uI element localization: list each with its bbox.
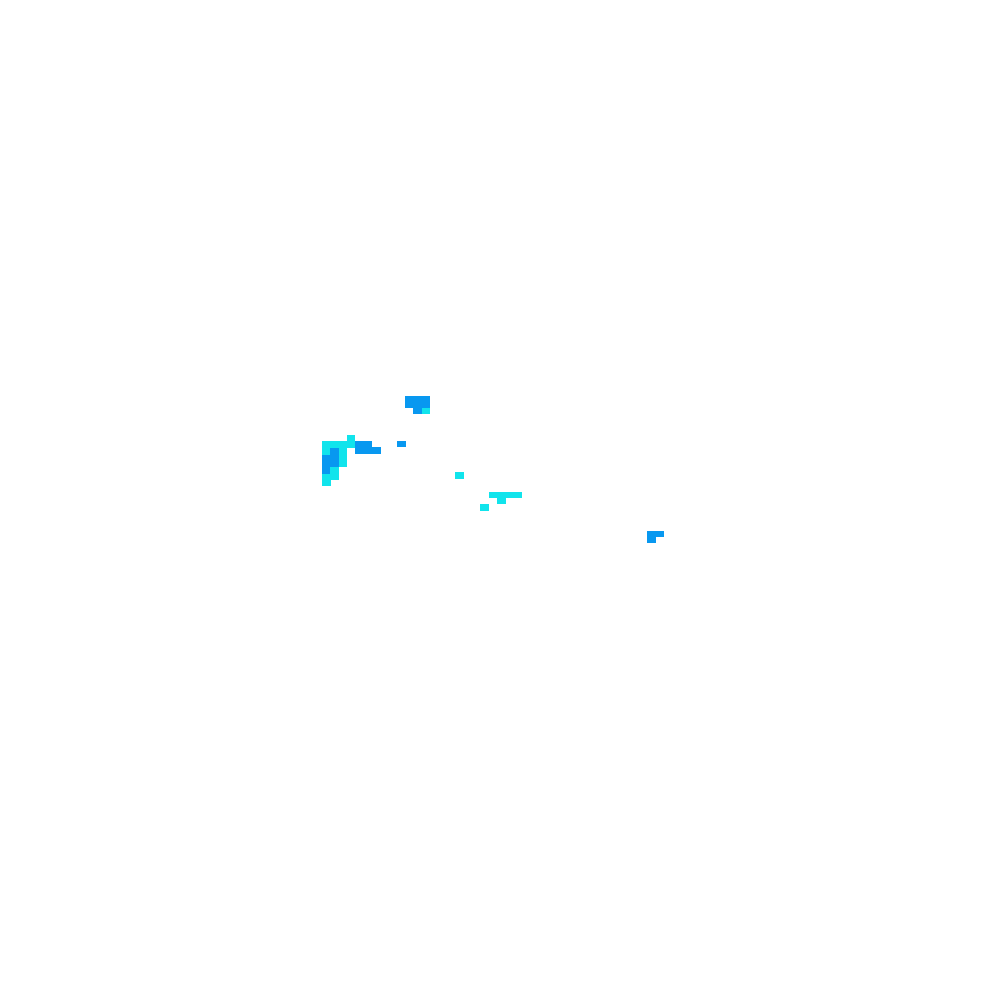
blue-pixel-block <box>355 447 381 454</box>
cluster-left <box>322 435 406 486</box>
cluster-right <box>647 531 664 543</box>
cyan-pixel-block <box>330 467 339 474</box>
blue-pixel-block <box>647 531 664 537</box>
cyan-pixel-block <box>497 498 506 504</box>
cyan-pixel-block <box>422 408 430 414</box>
cyan-pixel-block <box>322 448 330 455</box>
blue-pixel-block <box>330 448 339 455</box>
blue-pixel-block <box>413 408 422 414</box>
cyan-pixel-block <box>480 504 489 511</box>
cyan-pixel-block <box>339 448 347 467</box>
cyan-pixel-block <box>347 435 355 441</box>
cyan-pixel-block <box>322 474 339 480</box>
blue-pixel-block <box>355 441 372 447</box>
cyan-pixel-block <box>455 472 464 479</box>
cluster-center <box>455 472 522 511</box>
cyan-pixel-block <box>322 480 331 486</box>
cyan-pixel-block <box>322 441 355 448</box>
cyan-pixel-block <box>489 492 522 498</box>
blue-pixel-block <box>405 396 430 408</box>
blue-pixel-block <box>397 441 406 447</box>
blue-pixel-block <box>647 537 656 543</box>
cluster-top <box>405 396 430 414</box>
